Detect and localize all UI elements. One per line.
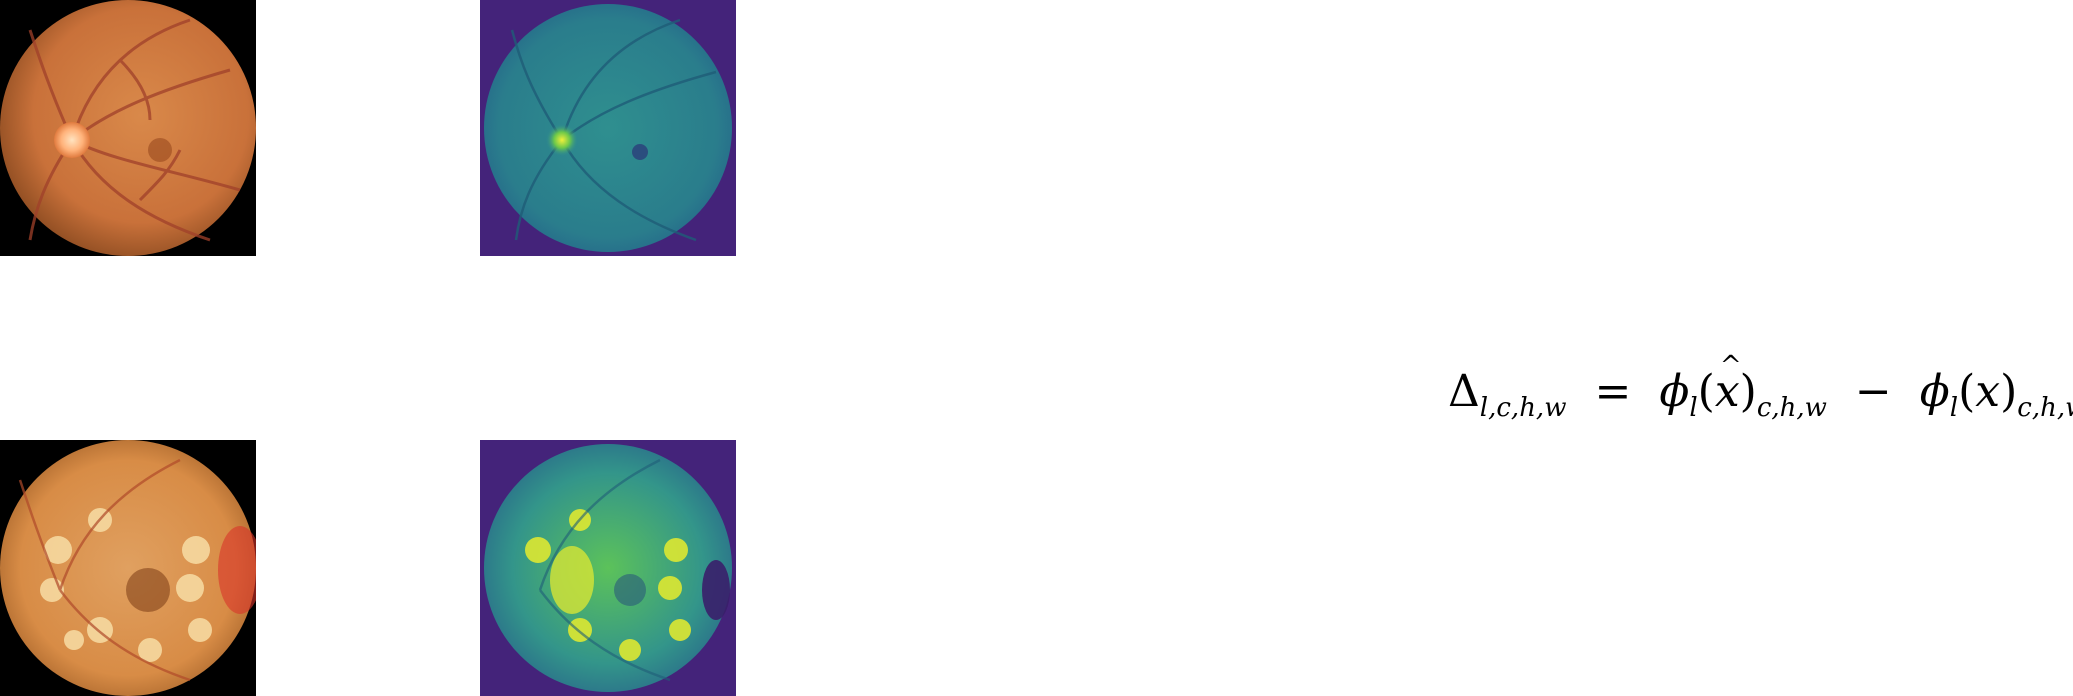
phi-symbol-1: ϕ — [1659, 366, 1690, 417]
heatmap-lesioned-svg — [480, 440, 736, 696]
chw-subscript-2: c,h,w — [2017, 393, 2073, 423]
fundus-lesioned-red-edge — [218, 526, 256, 614]
fundus-lesioned-svg — [0, 440, 256, 696]
fundus-image-normal — [0, 0, 256, 256]
delta-subscript: l,c,h,w — [1479, 393, 1567, 423]
heatmap-normal-hotspot — [546, 124, 578, 156]
heatmap-normal-disk — [484, 4, 732, 252]
rparen-2: ) — [2000, 366, 2018, 417]
lparen-2: ( — [1958, 366, 1976, 417]
heatmap-normal-macula — [632, 144, 648, 160]
x-hat: x — [1715, 336, 1742, 422]
x-plain: x — [1975, 366, 2001, 417]
difference-equation: Δl,c,h,w = ϕl(x)c,h,w − ϕl(x)c,h,w — [1448, 336, 2073, 423]
heatmap-lesioned-dark-region — [614, 574, 646, 606]
heatmap-lesioned — [480, 440, 736, 696]
phi-subscript-1: l — [1689, 393, 1698, 423]
fundus-lesioned-vessels — [18, 458, 191, 682]
heatmap-normal — [480, 0, 736, 256]
fundus-image-lesioned — [0, 440, 256, 696]
equals-sign: = — [1594, 366, 1632, 417]
heatmap-lesioned-hot-spots — [525, 509, 691, 661]
phi-symbol-2: ϕ — [1919, 366, 1950, 417]
fundus-lesioned-retina — [0, 440, 256, 696]
delta-symbol: Δ — [1448, 366, 1480, 417]
fundus-normal-macula — [148, 138, 172, 162]
fundus-normal-retina — [0, 0, 256, 256]
heatmap-normal-svg — [480, 0, 736, 256]
heatmap-lesioned-vessels — [538, 458, 671, 682]
fundus-normal-optic-disc — [54, 122, 90, 158]
heatmap-normal-vessels — [510, 18, 717, 242]
heatmap-lesioned-dark-edge — [702, 560, 730, 620]
fundus-lesioned-dark-region — [126, 568, 170, 612]
lparen-1: ( — [1697, 366, 1715, 417]
heatmap-lesioned-disk — [484, 444, 732, 692]
minus-sign: − — [1854, 366, 1892, 417]
chw-subscript-1: c,h,w — [1756, 393, 1827, 423]
fundus-normal-svg — [0, 0, 256, 256]
rparen-1: ) — [1739, 366, 1757, 417]
phi-subscript-2: l — [1949, 393, 1959, 423]
